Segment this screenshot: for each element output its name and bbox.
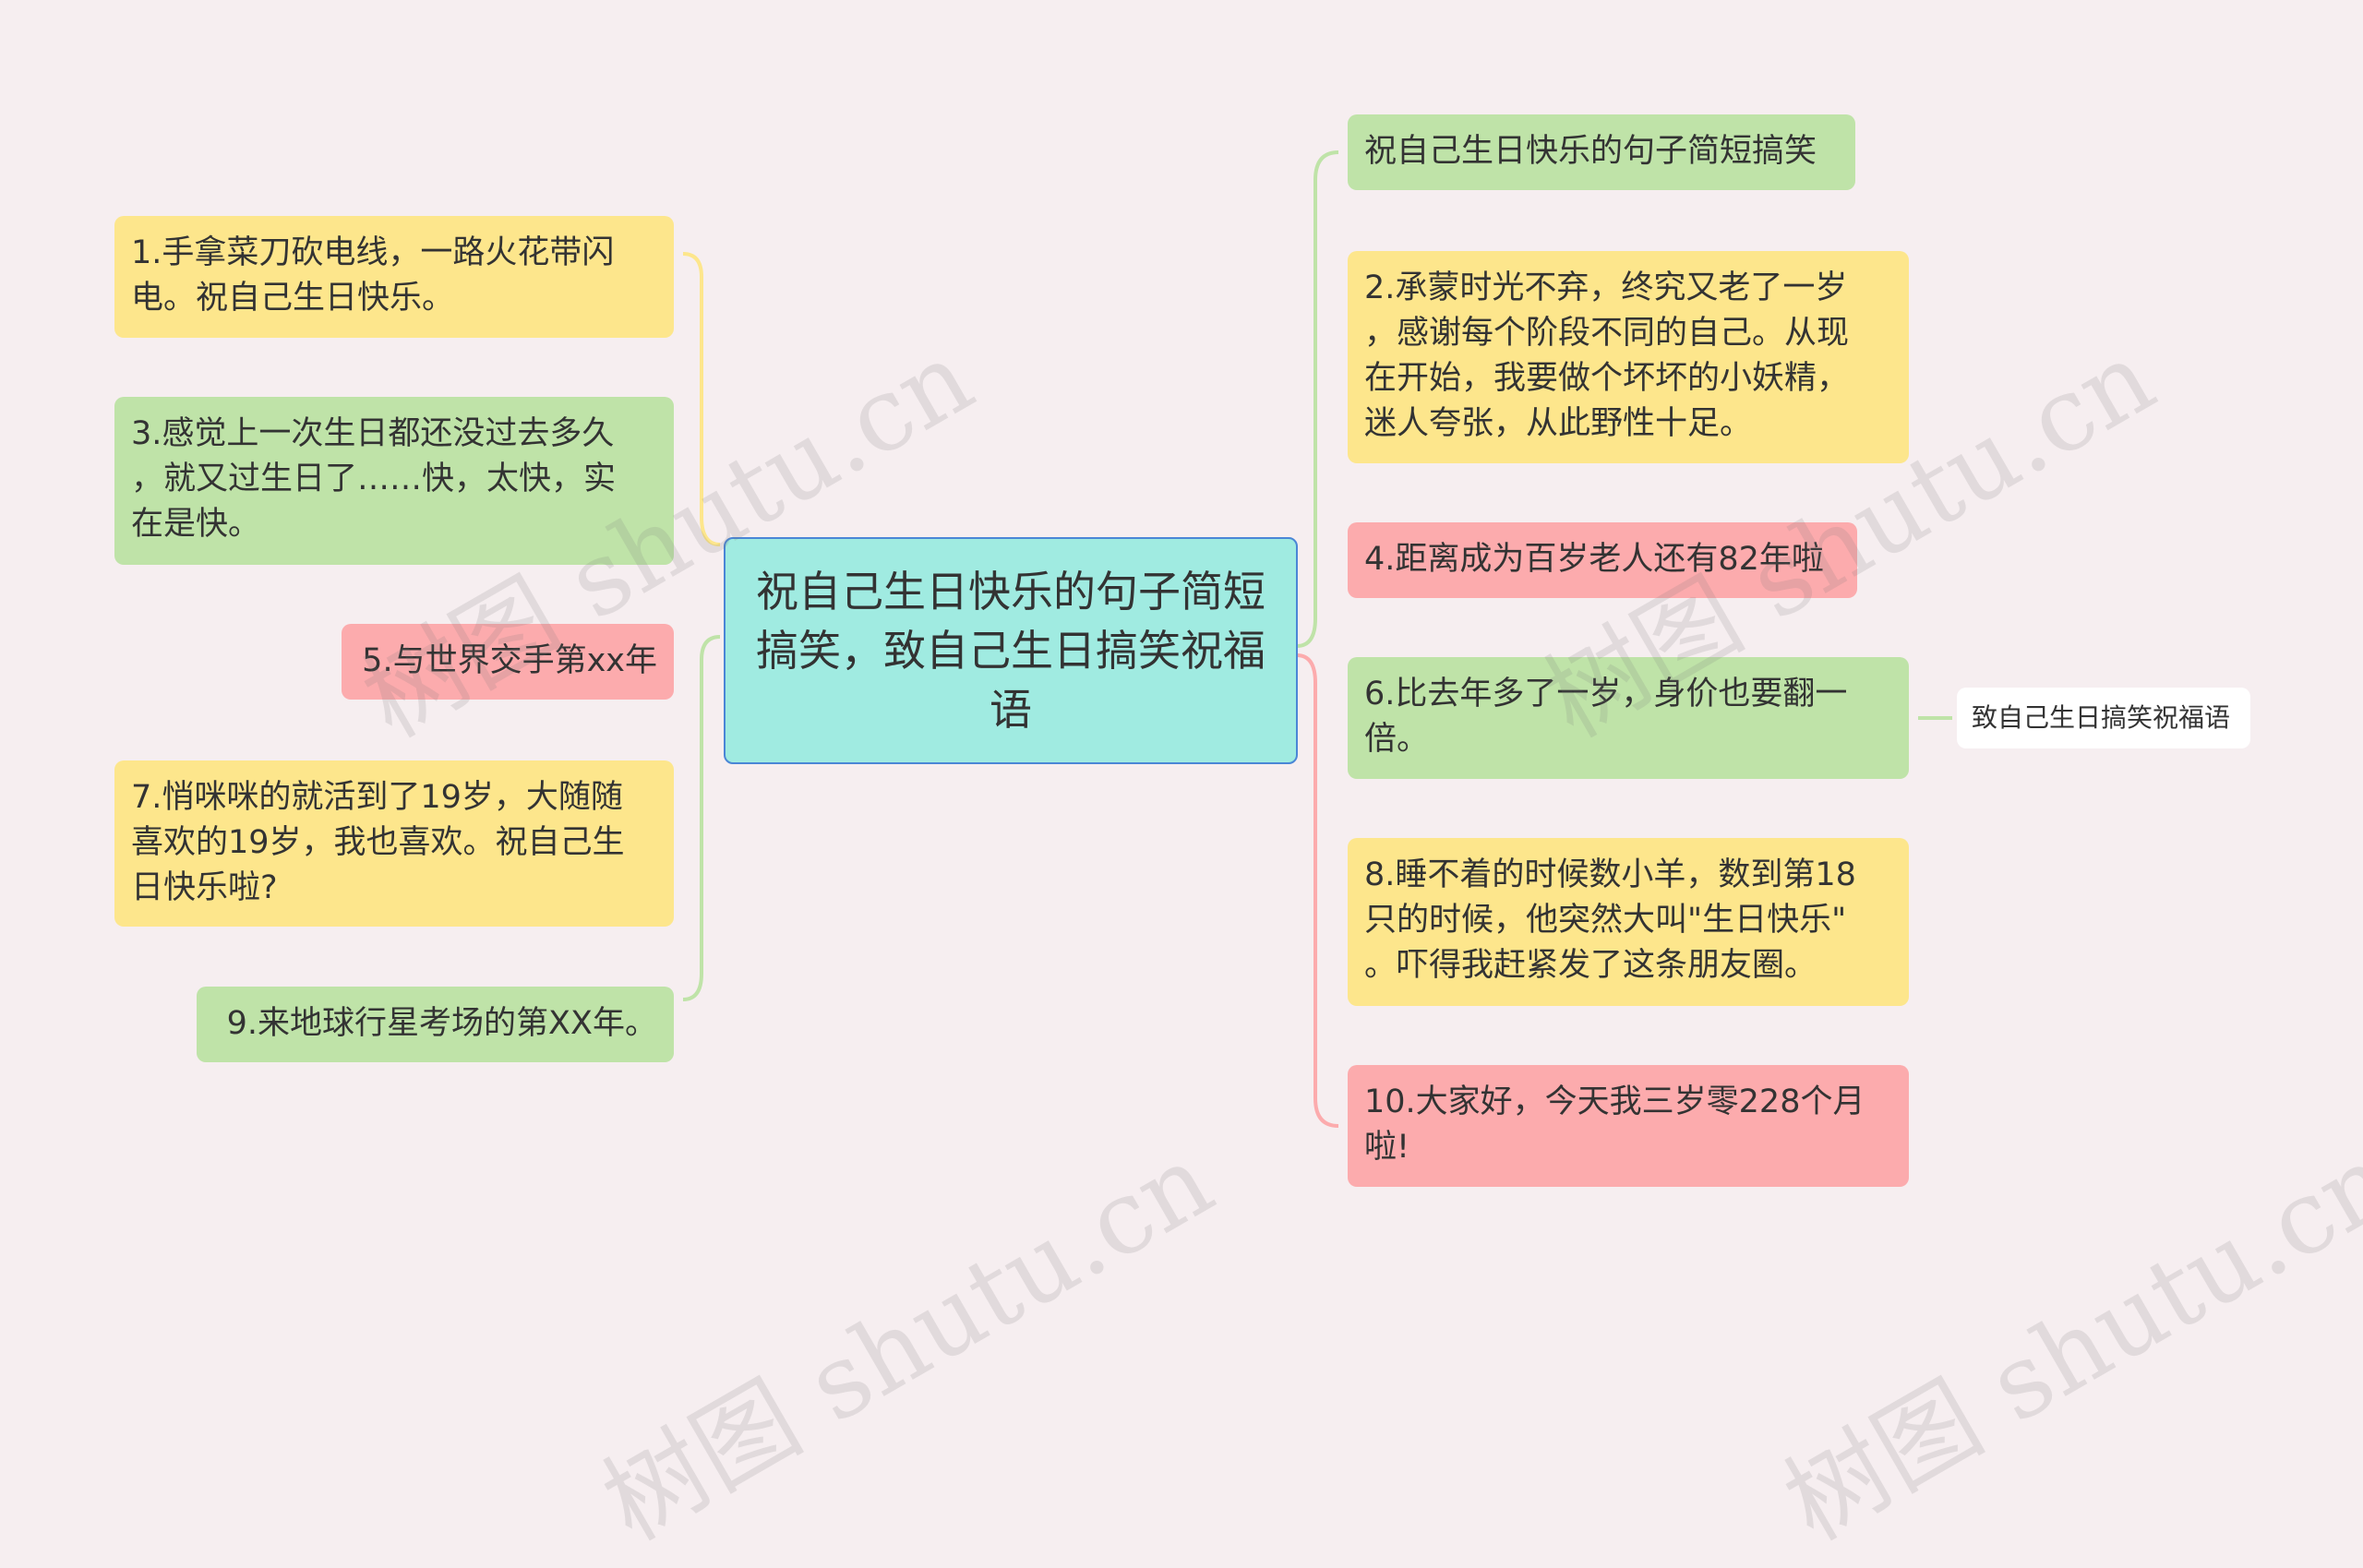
sub-topic[interactable]: 致自己生日搞笑祝福语	[1957, 688, 2250, 748]
root-topic-text: 祝自己生日快乐的句子简短搞笑，致自己生日搞笑祝福语	[756, 567, 1265, 735]
left-node-3[interactable]: 3.感觉上一次生日都还没过去多久 ，就又过生日了……快，太快，实 在是快。	[114, 397, 674, 565]
right-node-4[interactable]: 4.距离成为百岁老人还有82年啦	[1348, 522, 1857, 598]
bracket-right-bottom	[1296, 653, 1339, 1128]
left-node-1[interactable]: 1.手拿菜刀砍电线，一路火花带闪 电。祝自己生日快乐。	[114, 216, 674, 338]
connector-lines	[682, 150, 1952, 1128]
right-node-6[interactable]: 6.比去年多了一岁，身价也要翻一 倍。	[1348, 657, 1909, 779]
root-topic[interactable]: 祝自己生日快乐的句子简短搞笑，致自己生日搞笑祝福语	[724, 537, 1298, 764]
left-node-7[interactable]: 7.悄咪咪的就活到了19岁，大随随 喜欢的19岁，我也喜欢。祝自己生 日快乐啦?	[114, 760, 674, 927]
bracket-left-top	[682, 252, 721, 546]
right-node-2[interactable]: 2.承蒙时光不弃，终究又老了一岁 ，感谢每个阶段不同的自己。从现 在开始，我要做…	[1348, 251, 1909, 463]
left-node-9[interactable]: 9.来地球行星考场的第XX年。	[197, 987, 674, 1062]
bracket-right-top	[1296, 150, 1339, 648]
bracket-left-bottom	[682, 635, 721, 1001]
mind-map-canvas: 祝自己生日快乐的句子简短搞笑，致自己生日搞笑祝福语 1.手拿菜刀砍电线，一路火花…	[114, 114, 2363, 1562]
right-node-8[interactable]: 8.睡不着的时候数小羊，数到第18 只的时候，他突然大叫"生日快乐" 。吓得我赶…	[1348, 838, 1909, 1006]
right-node-title[interactable]: 祝自己生日快乐的句子简短搞笑	[1348, 114, 1855, 190]
left-node-5[interactable]: 5.与世界交手第xx年	[342, 624, 674, 700]
right-node-10[interactable]: 10.大家好，今天我三岁零228个月 啦!	[1348, 1065, 1909, 1187]
